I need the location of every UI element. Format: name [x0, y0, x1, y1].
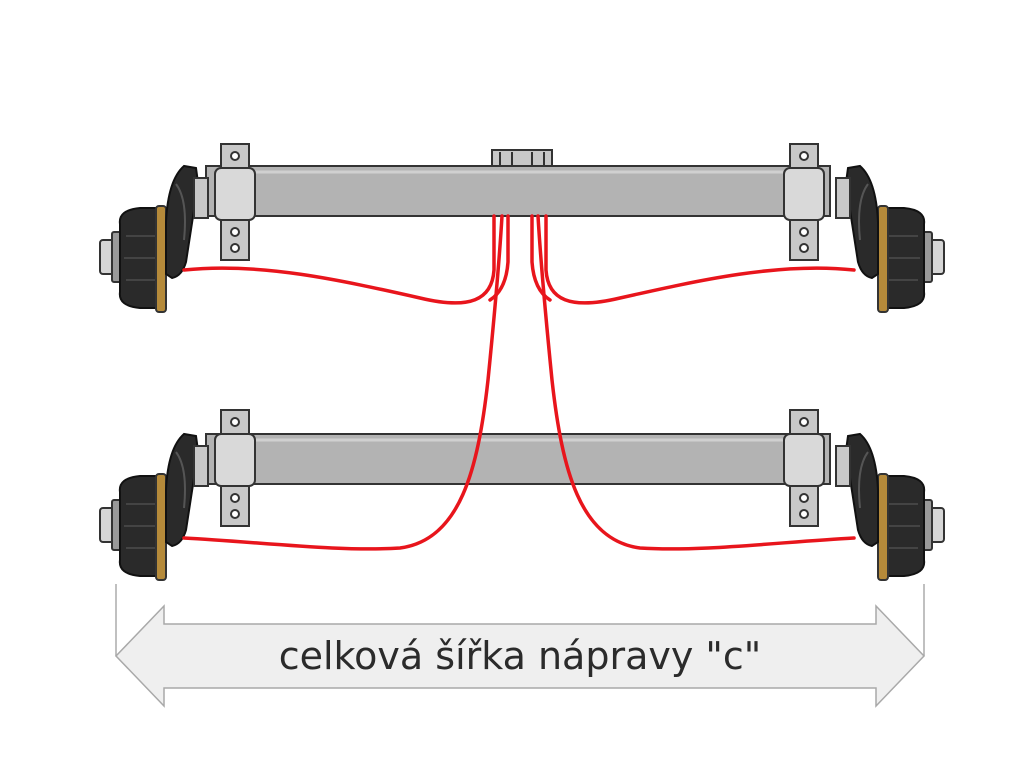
front-axle — [99, 143, 945, 313]
front-axle-beam — [205, 165, 831, 217]
center-cable-left — [488, 214, 510, 302]
front-axle-center-plate — [491, 149, 553, 167]
front-left-cable — [182, 214, 496, 305]
width-label: celková šířka nápravy "c" — [279, 634, 762, 678]
front-right-wheel-end — [835, 165, 945, 313]
rear-right-cable — [536, 214, 856, 551]
front-right-bracket — [783, 143, 825, 261]
rear-right-bracket — [783, 409, 825, 527]
width-dimension: celková šířka nápravy "c" — [114, 584, 926, 708]
rear-left-wheel-end — [99, 433, 209, 581]
front-left-wheel-end — [99, 165, 209, 313]
rear-axle — [99, 409, 945, 581]
center-cable-right — [530, 214, 552, 302]
width-arrow — [114, 604, 926, 708]
rear-right-wheel-end — [835, 433, 945, 581]
rear-left-cable — [182, 214, 504, 551]
brake-cables — [182, 214, 856, 551]
rear-left-bracket — [214, 409, 256, 527]
front-left-bracket — [214, 143, 256, 261]
front-right-cable — [544, 214, 856, 305]
rear-axle-beam — [205, 433, 831, 485]
